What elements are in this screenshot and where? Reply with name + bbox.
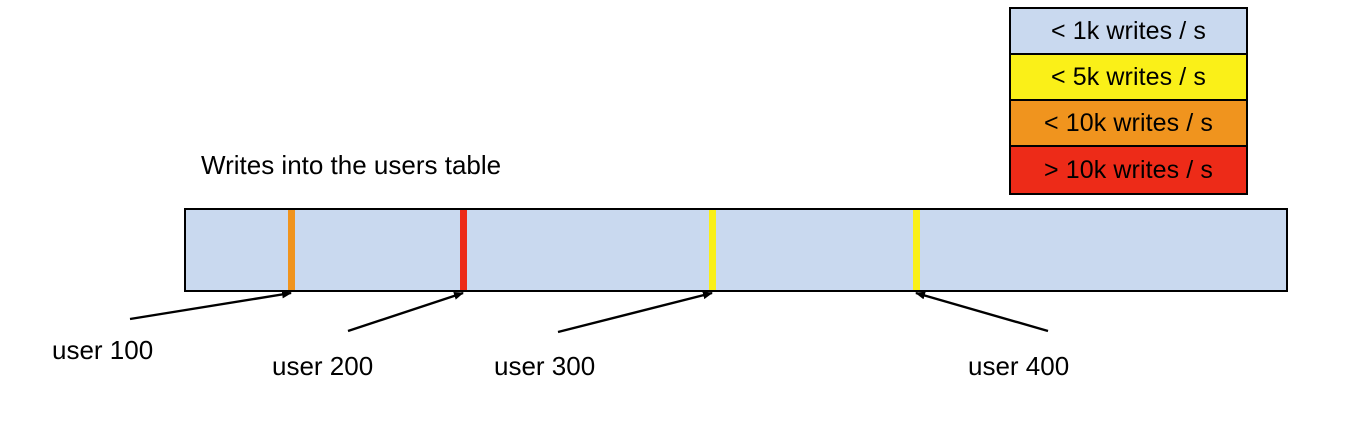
write-rate-legend: < 1k writes / s < 5k writes / s < 10k wr… [1009,7,1248,195]
users-table-keyspace-band [184,208,1288,292]
shard-marker-user-200 [460,210,467,290]
legend-row-under-5k: < 5k writes / s [1011,55,1246,101]
legend-label-over-10k: > 10k writes / s [1043,155,1214,184]
callout-arrow-user-200 [347,291,464,333]
legend-label-under-5k: < 5k writes / s [1050,62,1206,91]
callout-arrow-user-400 [915,291,1049,333]
callout-label-user-100: user 100 [52,335,154,365]
legend-row-under-10k: < 10k writes / s [1011,101,1246,147]
chart-title: Writes into the users table [201,150,502,180]
legend-label-under-10k: < 10k writes / s [1043,108,1214,137]
legend-label-under-1k: < 1k writes / s [1050,16,1206,45]
legend-row-under-1k: < 1k writes / s [1011,9,1246,55]
shard-marker-user-300 [709,210,716,290]
callout-label-user-400: user 400 [968,351,1070,381]
shard-marker-user-400 [913,210,920,290]
callout-arrow-user-300 [557,291,713,334]
callout-label-user-200: user 200 [272,351,374,381]
callout-arrow-user-100 [129,290,292,321]
legend-row-over-10k: > 10k writes / s [1011,147,1246,193]
callout-label-user-300: user 300 [494,351,596,381]
shard-marker-user-100 [288,210,295,290]
